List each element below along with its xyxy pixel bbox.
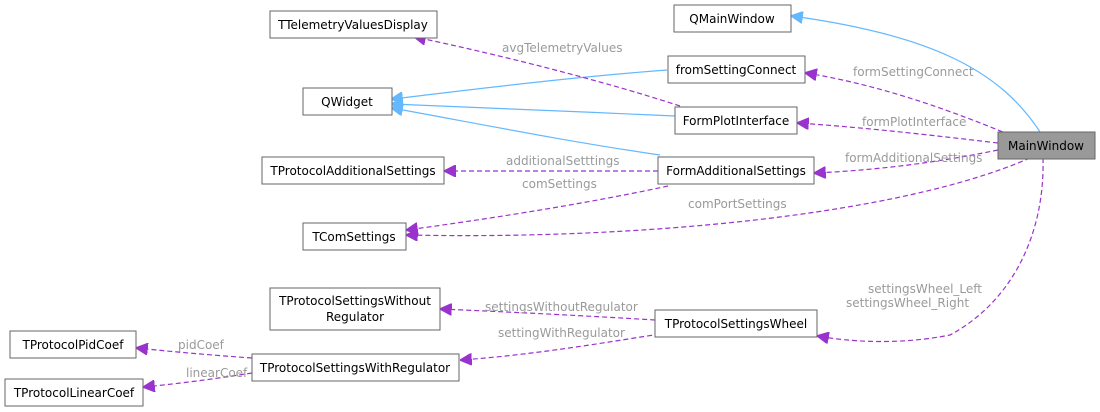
label-wheel-left: settingsWheel_Left <box>868 282 982 296</box>
edge-mainwindow-to-qmainwindow <box>792 16 1041 133</box>
node-telemetry-values-display[interactable]: TTelemetryValuesDisplay <box>269 10 438 39</box>
node-com-settings-label: TComSettings <box>311 230 395 244</box>
edge-formplot-to-qwidget <box>392 104 676 117</box>
node-com-settings[interactable]: TComSettings <box>302 222 407 251</box>
node-withreg-label: TProtocolSettingsWithRegulator <box>259 361 450 375</box>
node-mainwindow[interactable]: MainWindow <box>997 131 1096 160</box>
edge-fromsetting-to-qwidget <box>392 69 668 99</box>
node-from-setting-label: fromSettingConnect <box>676 63 797 77</box>
edge-formplot-to-telemetry <box>415 37 681 107</box>
node-linear-coef-label: TProtocolLinearCoef <box>13 386 135 400</box>
edge-formadd-to-comsettings <box>407 185 669 230</box>
node-form-plot-label: FormPlotInterface <box>683 114 790 128</box>
label-com-port-settings: comPortSettings <box>688 197 787 211</box>
edge-mainwindow-to-wheel <box>818 157 1044 342</box>
label-additional-settings: additionalSetttings <box>506 154 620 168</box>
node-qwidget[interactable]: QWidget <box>302 87 393 116</box>
node-protocol-additional-settings[interactable]: TProtocolAdditionalSettings <box>261 156 445 185</box>
edge-mainwindow-to-comsettings <box>407 157 1031 236</box>
node-form-additional-label: FormAdditionalSettings <box>666 164 806 178</box>
node-mainwindow-label: MainWindow <box>1008 139 1084 153</box>
edge-mainwindow-to-fromsetting <box>806 73 1011 136</box>
label-linear-coef: linearCoef <box>186 366 248 380</box>
label-without-regulator: settingsWithoutRegulator <box>485 300 638 314</box>
node-withoutreg-label-line2: Regulator <box>326 310 384 324</box>
label-com-settings: comSettings <box>522 177 597 191</box>
edge-withreg-to-pidcoef <box>137 348 253 359</box>
edge-mainwindow-to-formadd <box>815 149 999 173</box>
node-telemetry-label: TTelemetryValuesDisplay <box>277 18 428 32</box>
node-protocol-settings-wheel[interactable]: TProtocolSettingsWheel <box>654 309 818 338</box>
label-form-plot-interface: formPlotInterface <box>862 115 966 129</box>
label-with-regulator: settingWithRegulator <box>498 326 625 340</box>
node-protocol-linear-coef[interactable]: TProtocolLinearCoef <box>4 378 144 407</box>
node-qmainwindow[interactable]: QMainWindow <box>673 4 792 33</box>
node-protocol-settings-with-regulator[interactable]: TProtocolSettingsWithRegulator <box>251 353 460 382</box>
node-form-additional-settings[interactable]: FormAdditionalSettings <box>657 156 815 185</box>
edge-withreg-to-linearcoef <box>144 372 253 387</box>
label-wheel-right: settingsWheel_Right <box>846 296 969 310</box>
node-pid-coef-label: TProtocolPidCoef <box>22 338 125 352</box>
label-form-additional-settings: formAdditionalSettings <box>845 151 982 165</box>
edge-mainwindow-to-formplot <box>798 123 999 144</box>
node-wheel-label: TProtocolSettingsWheel <box>664 317 807 331</box>
node-from-setting-connect[interactable]: fromSettingConnect <box>667 55 806 84</box>
node-protocol-additional-label: TProtocolAdditionalSettings <box>269 164 435 178</box>
edge-wheel-to-withoutreg <box>441 309 656 321</box>
label-avg-telemetry: avgTelemetryValues <box>502 41 622 55</box>
node-qwidget-label: QWidget <box>321 95 373 109</box>
edge-formadd-to-qwidget <box>392 108 661 156</box>
node-protocol-settings-without-regulator[interactable]: TProtocolSettingsWithout Regulator <box>269 287 441 331</box>
node-protocol-pid-coef[interactable]: TProtocolPidCoef <box>9 330 137 359</box>
label-pid-coef: pidCoef <box>178 338 225 352</box>
node-withoutreg-label-line1: TProtocolSettingsWithout <box>278 294 431 308</box>
label-form-setting-connect: formSettingConnect <box>853 65 974 79</box>
node-qmainwindow-label: QMainWindow <box>689 12 775 26</box>
edge-wheel-to-withreg <box>461 333 661 360</box>
node-form-plot-interface[interactable]: FormPlotInterface <box>674 106 798 135</box>
